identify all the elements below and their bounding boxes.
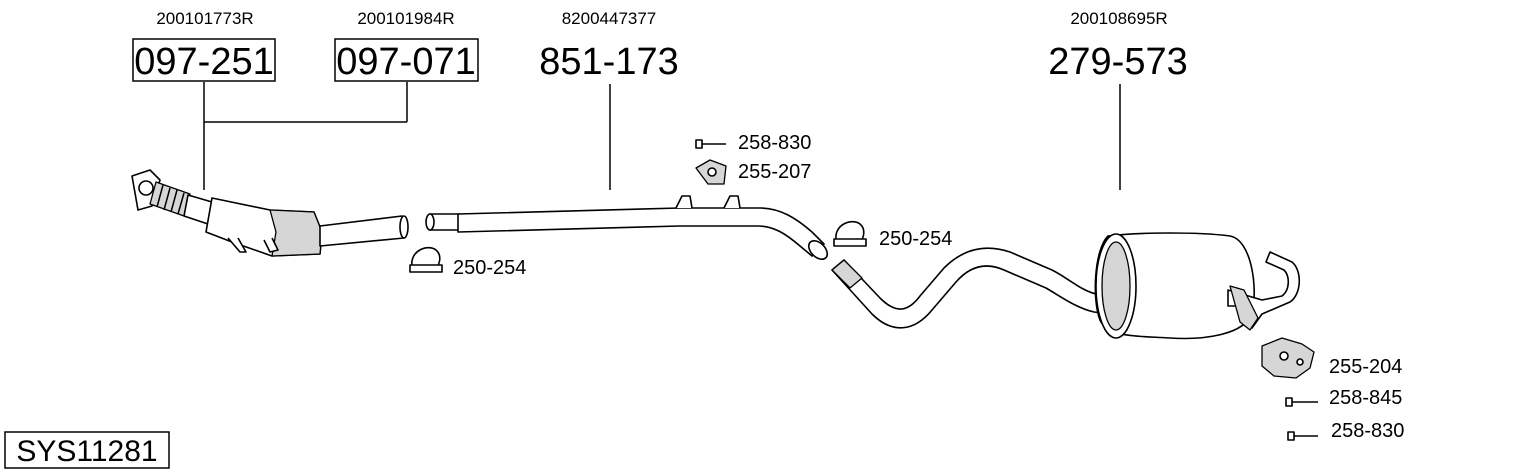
rear-silencer-part[interactable] — [831, 232, 1301, 340]
clamp-left-label: 250-254 — [453, 257, 526, 279]
clamp-right-icon[interactable] — [833, 220, 867, 247]
catalytic-converter-part[interactable] — [131, 169, 409, 257]
bolt-rear-2-label: 258-830 — [1331, 420, 1404, 442]
rubber-mount-top-icon[interactable] — [695, 159, 727, 185]
system-code: SYS11281 — [16, 435, 157, 468]
bolt-top-icon[interactable] — [695, 139, 726, 149]
cat2-oe-number: 200101984R — [357, 9, 454, 28]
rear-bracket-icon[interactable] — [1261, 337, 1315, 379]
bolt-top-label: 258-830 — [738, 132, 811, 154]
leader-lines — [203, 82, 1121, 190]
bolt-rear-1-label: 258-845 — [1329, 387, 1402, 409]
clamp-right-label: 250-254 — [879, 228, 952, 250]
rear-part-number[interactable]: 279-573 — [1048, 41, 1187, 83]
cat1-part-number[interactable]: 097-251 — [134, 41, 273, 83]
mid-pipe-part[interactable] — [425, 195, 831, 263]
clamp-left-icon[interactable] — [409, 246, 443, 273]
rubber-mount-top-label: 255-207 — [738, 161, 811, 183]
cat2-number-box — [334, 38, 479, 82]
rear-bracket-label: 255-204 — [1329, 356, 1402, 378]
bolt-rear-1-icon[interactable] — [1285, 397, 1318, 407]
system-code-box — [4, 431, 170, 469]
mid-oe-number: 8200447377 — [562, 9, 657, 28]
rear-oe-number: 200108695R — [1070, 9, 1167, 28]
bolt-rear-2-icon[interactable] — [1287, 431, 1318, 441]
cat2-part-number[interactable]: 097-071 — [336, 41, 475, 83]
cat1-oe-number: 200101773R — [156, 9, 253, 28]
mid-part-number[interactable]: 851-173 — [539, 41, 678, 83]
cat1-number-box — [132, 38, 276, 82]
